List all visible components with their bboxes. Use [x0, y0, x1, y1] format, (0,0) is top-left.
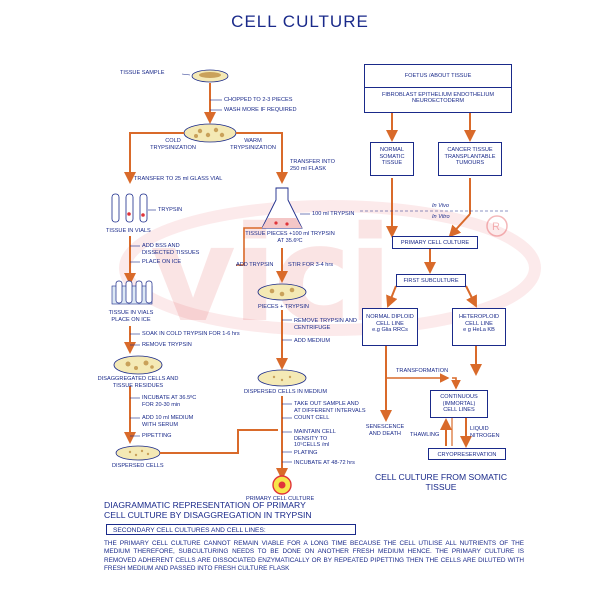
dispersed-cells-dish — [115, 445, 161, 461]
add-medium-label: ADD MEDIUM — [294, 338, 331, 344]
trypsin-100-label: 100 ml TRYPSIN — [312, 211, 355, 217]
pipetting-label: PIPETTING — [142, 433, 172, 439]
dispersed-medium-label: DISPERSED CELLS IN MEDIUM — [244, 389, 327, 395]
place-on-ice-label: PLACE ON ICE — [142, 259, 182, 265]
page-title: CELL CULTURE — [231, 12, 369, 31]
flask — [261, 187, 303, 229]
plating-label: PLATING — [294, 450, 318, 456]
secondary-heading: SECONDARY CELL CULTURES AND CELL LINES: — [106, 524, 356, 535]
continuous-cell-lines-box: CONTINUOUS(IMMORTAL)CELL LINES — [430, 390, 488, 418]
remove-trypsin-label: REMOVE TRYPSIN — [142, 342, 192, 348]
cryopreservation-box: CRYOPRESERVATION — [428, 448, 506, 460]
first-subculture-box: FIRST SUBCULTURE — [396, 274, 466, 287]
count-cell-label: COUNT CELL — [294, 415, 330, 421]
disaggregated-cells-dish — [113, 355, 163, 375]
tissue-sample-label: TISSUE SAMPLE — [120, 70, 165, 76]
secondary-paragraph: THE PRIMARY CELL CULTURE CANNOT REMAIN V… — [104, 540, 524, 572]
primary-culture-box: PRIMARY CELL CULTURE — [392, 236, 478, 249]
primary-culture-cell — [272, 475, 292, 495]
tissue-in-vials-label: TISSUE IN VIALS — [106, 228, 151, 234]
incubate-48-label: INCUBATE AT 48-72 hrs — [294, 460, 355, 466]
primary-culture-label: PRIMARY CELL CULTURE — [246, 496, 315, 502]
transfer-vial-label: TRANSFER TO 25 ml GLASS VIAL — [134, 176, 223, 182]
add-trypsin-label: ADD TRYPSIN — [236, 262, 274, 268]
svg-text:R: R — [492, 221, 500, 233]
dispersed-medium-dish — [257, 369, 307, 387]
dispersed-cells-label: DISPERSED CELLS — [112, 463, 164, 469]
thawling-label: THAWLING — [410, 432, 440, 438]
in-vivo-label: In Vivo — [432, 203, 449, 209]
vials-on-ice — [111, 280, 153, 305]
transformation-label: TRANSFORMATION — [396, 368, 449, 374]
tissue-sample-dish — [191, 69, 229, 83]
wash-label: WASH MORE IF REQUIRED — [224, 107, 297, 113]
chopped-label: CHOPPED TO 2-3 PIECES — [224, 97, 293, 103]
in-vitro-label: In Vitro — [432, 214, 450, 220]
soak-label: SOAK IN COLD TRYPSIN FOR 1-6 hrs — [142, 331, 240, 337]
foetus-tissue-box: FOETUS /ABOUT TISSUE FIBROBLAST EPITHELI… — [364, 64, 512, 113]
pieces-trypsin-dish — [257, 283, 307, 301]
pieces-trypsin-label: PIECES + TRYPSIN — [258, 304, 309, 310]
trypsin-label: TRYPSIN — [158, 207, 183, 213]
stir-label: STIR FOR 3-4 hrs — [288, 262, 334, 268]
foetus-label: FOETUS /ABOUT TISSUE — [365, 65, 511, 88]
trypsin-vials — [111, 193, 148, 223]
